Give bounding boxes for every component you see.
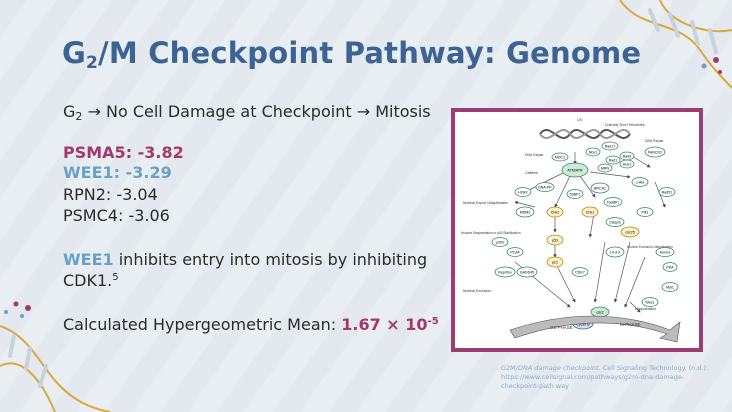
gene-psma5: PSMA5: -3.82 [63, 143, 184, 162]
node-chk1: Chk1 [586, 211, 594, 215]
slide-title: G2/M Checkpoint Pathway: Genome [62, 36, 642, 73]
gene-psmc4: PSMC4: -3.06 [63, 206, 170, 225]
dna-decoration-bottom-left [0, 301, 110, 412]
node-atm-atr: ATM/ATR [567, 169, 583, 173]
citation-url[interactable]: https://www.cellsignal.com/pathways/g2m-… [501, 373, 685, 390]
figure-citation: G2M/DNA damage checkpoint. Cell Signalin… [501, 364, 709, 390]
pathway-edges [514, 151, 666, 313]
node-pka: PKA [666, 266, 674, 270]
gene-wee1: WEE1: -3.29 [63, 163, 172, 182]
node-53bp1: 53BP1 [570, 193, 581, 197]
dna-repair-top-label: DNA Repair [645, 139, 664, 143]
node-brca1: BRCA1 [594, 187, 606, 191]
pathway-figure: UV Critically Short Telomeres DNA Repair… [451, 108, 703, 352]
critically-short-label: Critically Short Telomeres [605, 123, 645, 127]
phase-flow: G2 → No Cell Damage at Checkpoint → Mito… [63, 102, 431, 123]
node-h2ax: H2AX [518, 191, 528, 195]
node-hus1: Hus1 [623, 163, 631, 167]
phase-arrow: G2-PHASE M-PHASE [509, 315, 681, 343]
node-plk1: Plk1 [642, 211, 649, 215]
g2-phase-label: G2-PHASE [550, 325, 573, 330]
node-nbs1: Nbs1 [589, 151, 597, 155]
mean-value: 1.67 × 10-5 [341, 315, 439, 334]
node-myt1: Myt1 [666, 286, 674, 290]
hypergeometric-mean: Calculated Hypergeometric Mean: 1.67 × 1… [63, 315, 439, 334]
node-cdk7: CDK7 [575, 271, 585, 275]
node-c-abl: c-Abl [636, 181, 644, 185]
node-p300: p300 [496, 241, 504, 245]
node-cyclin-b: Cyclin B [576, 323, 590, 327]
node-mrn: MRN [601, 167, 610, 171]
uv-label: UV [577, 117, 583, 122]
node-rad51: Rad51 [662, 191, 673, 195]
nuclear-exclusion-right-label: Nuclear Exclusion Ubiquitination [627, 245, 673, 249]
node-rad9: Rad9 [623, 155, 632, 159]
pathway-diagram: UV Critically Short Telomeres DNA Repair… [461, 117, 681, 343]
node-fancd2: FANCD2 [648, 151, 662, 155]
node-mdc1: MDC1 [555, 156, 565, 160]
node-dna-pk: DNA-PK [538, 186, 552, 190]
node-rad1: Rad1 [609, 159, 618, 163]
node-cdc25: cdc25 [625, 231, 635, 235]
node-wee1: Wee1 [645, 301, 654, 305]
nuclear-export-label: Nuclear Export Ubiquitination [463, 201, 508, 205]
node-cdc2: cdc2 [596, 311, 604, 315]
gene-rpn2: RPN2: -3.04 [63, 185, 158, 204]
node-rad17: Rad17 [605, 145, 616, 149]
node-chk2: Chk2 [551, 211, 559, 215]
node-reprimo: Reprimo [498, 271, 512, 275]
dna-helix [539, 128, 631, 140]
node-claspin: Claspin [609, 221, 621, 225]
node-topbp1: TopBP1 [607, 201, 620, 205]
node-aurora: Aurora [660, 251, 671, 255]
node-gadd45: GADD45 [520, 271, 534, 275]
m-phase-label: M-PHASE [620, 322, 641, 327]
nuclear-seq-label: Nuclear Sequestration or p53 Stabilizati… [461, 231, 521, 235]
nuclear-exclusion-left-label: Nuclear Exclusion [463, 289, 491, 293]
node-14-3-3: 14-3-3 [610, 251, 620, 255]
dna-repair-left-label: DNA Repair [525, 153, 544, 157]
wee1-note-line1: WEE1 inhibits entry into mitosis by inhi… [63, 250, 428, 269]
node-p21: p21 [552, 261, 558, 265]
node-pcaf: PCAF [510, 251, 520, 255]
node-mdm2: MDM2 [520, 211, 531, 215]
ubiquitination-label: Ubiquitination [635, 307, 656, 311]
pathway-nodes: ATM/ATR FANCD2 BRCA1 Chk1 Chk2 p53 MDM2 … [491, 141, 679, 330]
node-p53: p53 [552, 239, 558, 243]
caffeine-label: Caffeine [525, 171, 538, 175]
wee1-note-line2: CDK1.5 [63, 271, 119, 290]
